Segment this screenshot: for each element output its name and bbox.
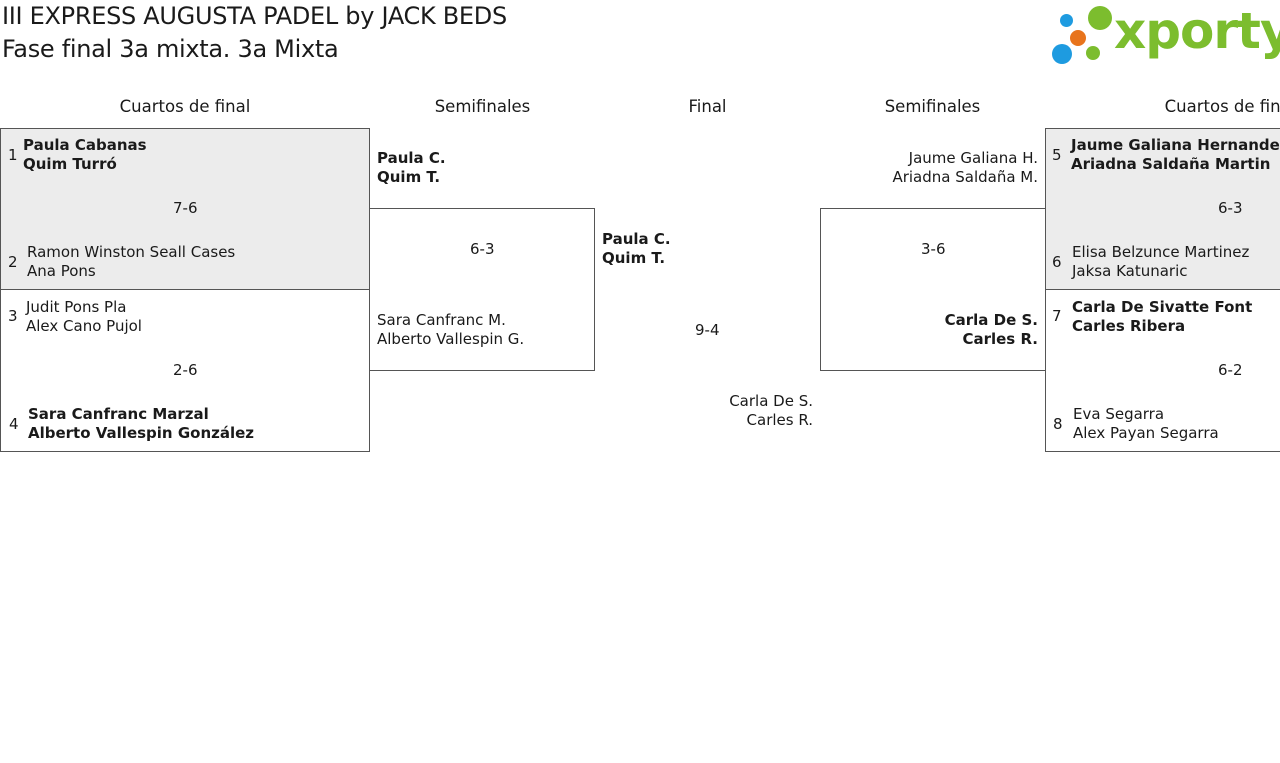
match-score: 6-3 [470,240,495,258]
player-name[interactable]: Jaume Galiana H. [908,149,1038,167]
seed-number: 1 [8,146,18,164]
player-name[interactable]: Eva Segarra [1073,405,1165,423]
player-name[interactable]: Carles R. [962,330,1038,348]
player-name[interactable]: Jaume Galiana Hernandez [1071,136,1280,154]
seed-number: 6 [1052,253,1062,271]
player-name[interactable]: Paula C. [377,149,446,167]
player-name[interactable]: Quim T. [377,168,441,186]
round-header-left-quarterfinals: Cuartos de final [119,97,251,116]
match-score: 6-2 [1218,361,1243,379]
logo-dot-orange [1070,30,1086,46]
logo-dot-green [1088,6,1112,30]
player-name[interactable]: Quim Turró [23,155,117,173]
player-name[interactable]: Carla De S. [944,311,1038,329]
logo-dot-blue [1060,14,1073,27]
player-name[interactable]: Paula Cabanas [23,136,147,154]
player-name[interactable]: Quim T. [602,249,666,267]
seed-number: 3 [8,307,18,325]
player-name[interactable]: Ramon Winston Seall Cases [27,243,236,261]
player-name[interactable]: Judit Pons Pla [26,298,127,316]
match-score: 6-3 [1218,199,1243,217]
logo-wordmark: xporty [1114,2,1280,60]
player-name[interactable]: Alberto Vallespin González [28,424,255,442]
player-name[interactable]: Ariadna Saldaña M. [892,168,1038,186]
player-name[interactable]: Carla De S. [729,392,813,410]
match-score: 2-6 [173,361,198,379]
round-header-right-semifinals: Semifinales [884,97,981,116]
player-name[interactable]: Jaksa Katunaric [1072,262,1188,280]
player-name[interactable]: Alberto Vallespin G. [377,330,525,348]
player-name[interactable]: Alex Cano Pujol [26,317,142,335]
match-score: 3-6 [921,240,946,258]
player-name[interactable]: Sara Canfranc M. [377,311,506,329]
match-score: 7-6 [173,199,198,217]
round-header-final: Final [688,97,727,116]
seed-number: 2 [8,253,18,271]
player-name[interactable]: Alex Payan Segarra [1073,424,1219,442]
tournament-subtitle: Fase final 3a mixta. 3a Mixta [2,35,339,63]
tournament-title: III EXPRESS AUGUSTA PADEL by JACK BEDS [2,2,507,30]
round-header-left-semifinals: Semifinales [434,97,531,116]
player-name[interactable]: Ariadna Saldaña Martin [1071,155,1271,173]
player-name[interactable]: Carles Ribera [1072,317,1186,335]
seed-number: 7 [1052,307,1062,325]
player-name[interactable]: Ana Pons [27,262,96,280]
seed-number: 4 [9,415,19,433]
player-name[interactable]: Sara Canfranc Marzal [28,405,209,423]
match-box-qf1[interactable] [0,128,370,290]
player-name[interactable]: Paula C. [602,230,671,248]
logo-dot-blue-bottom [1052,44,1072,64]
round-header-right-quarterfinals: Cuartos de final [1164,97,1280,116]
xporty-logo[interactable]: xporty [1050,2,1280,66]
player-name[interactable]: Elisa Belzunce Martinez [1072,243,1250,261]
match-box-qf4[interactable] [1045,289,1280,452]
player-name[interactable]: Carla De Sivatte Font [1072,298,1253,316]
match-box-qf3[interactable] [1045,128,1280,290]
seed-number: 5 [1052,146,1062,164]
logo-dot-green-bottom [1086,46,1100,60]
seed-number: 8 [1053,415,1063,433]
final-score: 9-4 [695,321,720,339]
match-box-sf1[interactable] [369,208,595,371]
player-name[interactable]: Carles R. [746,411,813,429]
